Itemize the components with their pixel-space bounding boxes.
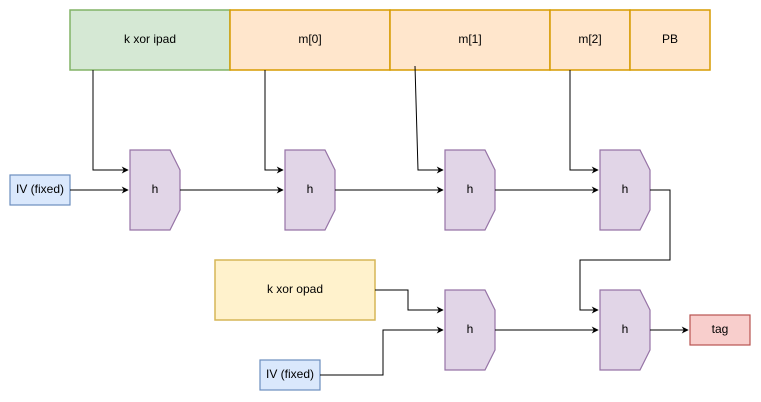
inner-iv-box: IV (fixed) bbox=[9, 174, 71, 206]
hash-block-1: h bbox=[129, 149, 181, 231]
key-ipad-label: k xor ipad bbox=[124, 32, 176, 46]
hash-block-3-label: h bbox=[467, 182, 474, 196]
key-opad-label: k xor opad bbox=[267, 282, 323, 296]
key-opad-block: k xor opad bbox=[214, 259, 376, 321]
arrow-m2-to-h4 bbox=[569, 70, 599, 174]
hash-block-1-label: h bbox=[152, 182, 159, 196]
message-block-1: m[1] bbox=[389, 9, 551, 71]
message-block-1-label: m[1] bbox=[458, 32, 481, 46]
hash-block-3: h bbox=[444, 149, 496, 231]
padding-block: PB bbox=[629, 9, 711, 71]
message-block-2-label: m[2] bbox=[578, 32, 601, 46]
connectors bbox=[70, 65, 689, 376]
hash-block-4: h bbox=[599, 149, 651, 231]
message-block-0: m[0] bbox=[229, 9, 391, 71]
key-ipad-block: k xor ipad bbox=[69, 9, 231, 71]
inner-iv-label: IV (fixed) bbox=[16, 182, 64, 196]
arrow-ipad-to-h1 bbox=[92, 70, 129, 174]
arrow-h4-to-h6 bbox=[579, 189, 671, 314]
outer-iv-box: IV (fixed) bbox=[259, 359, 321, 391]
hash-block-5: h bbox=[444, 289, 496, 371]
message-block-2: m[2] bbox=[549, 9, 631, 71]
outer-iv-label: IV (fixed) bbox=[266, 367, 314, 381]
tag-label: tag bbox=[712, 322, 729, 336]
hash-block-5-label: h bbox=[467, 322, 474, 336]
tag-box: tag bbox=[689, 314, 751, 346]
arrow-opad-to-h5 bbox=[375, 289, 444, 314]
hash-block-2-label: h bbox=[307, 182, 314, 196]
arrow-iv-to-h5 bbox=[320, 326, 444, 376]
arrow-m1-to-h3 bbox=[414, 65, 444, 174]
hash-block-2: h bbox=[284, 149, 336, 231]
hash-block-6: h bbox=[599, 289, 651, 371]
padding-block-label: PB bbox=[662, 32, 678, 46]
hash-block-4-label: h bbox=[622, 182, 629, 196]
hash-block-6-label: h bbox=[622, 322, 629, 336]
arrow-m0-to-h2 bbox=[264, 70, 284, 174]
message-block-0-label: m[0] bbox=[298, 32, 321, 46]
